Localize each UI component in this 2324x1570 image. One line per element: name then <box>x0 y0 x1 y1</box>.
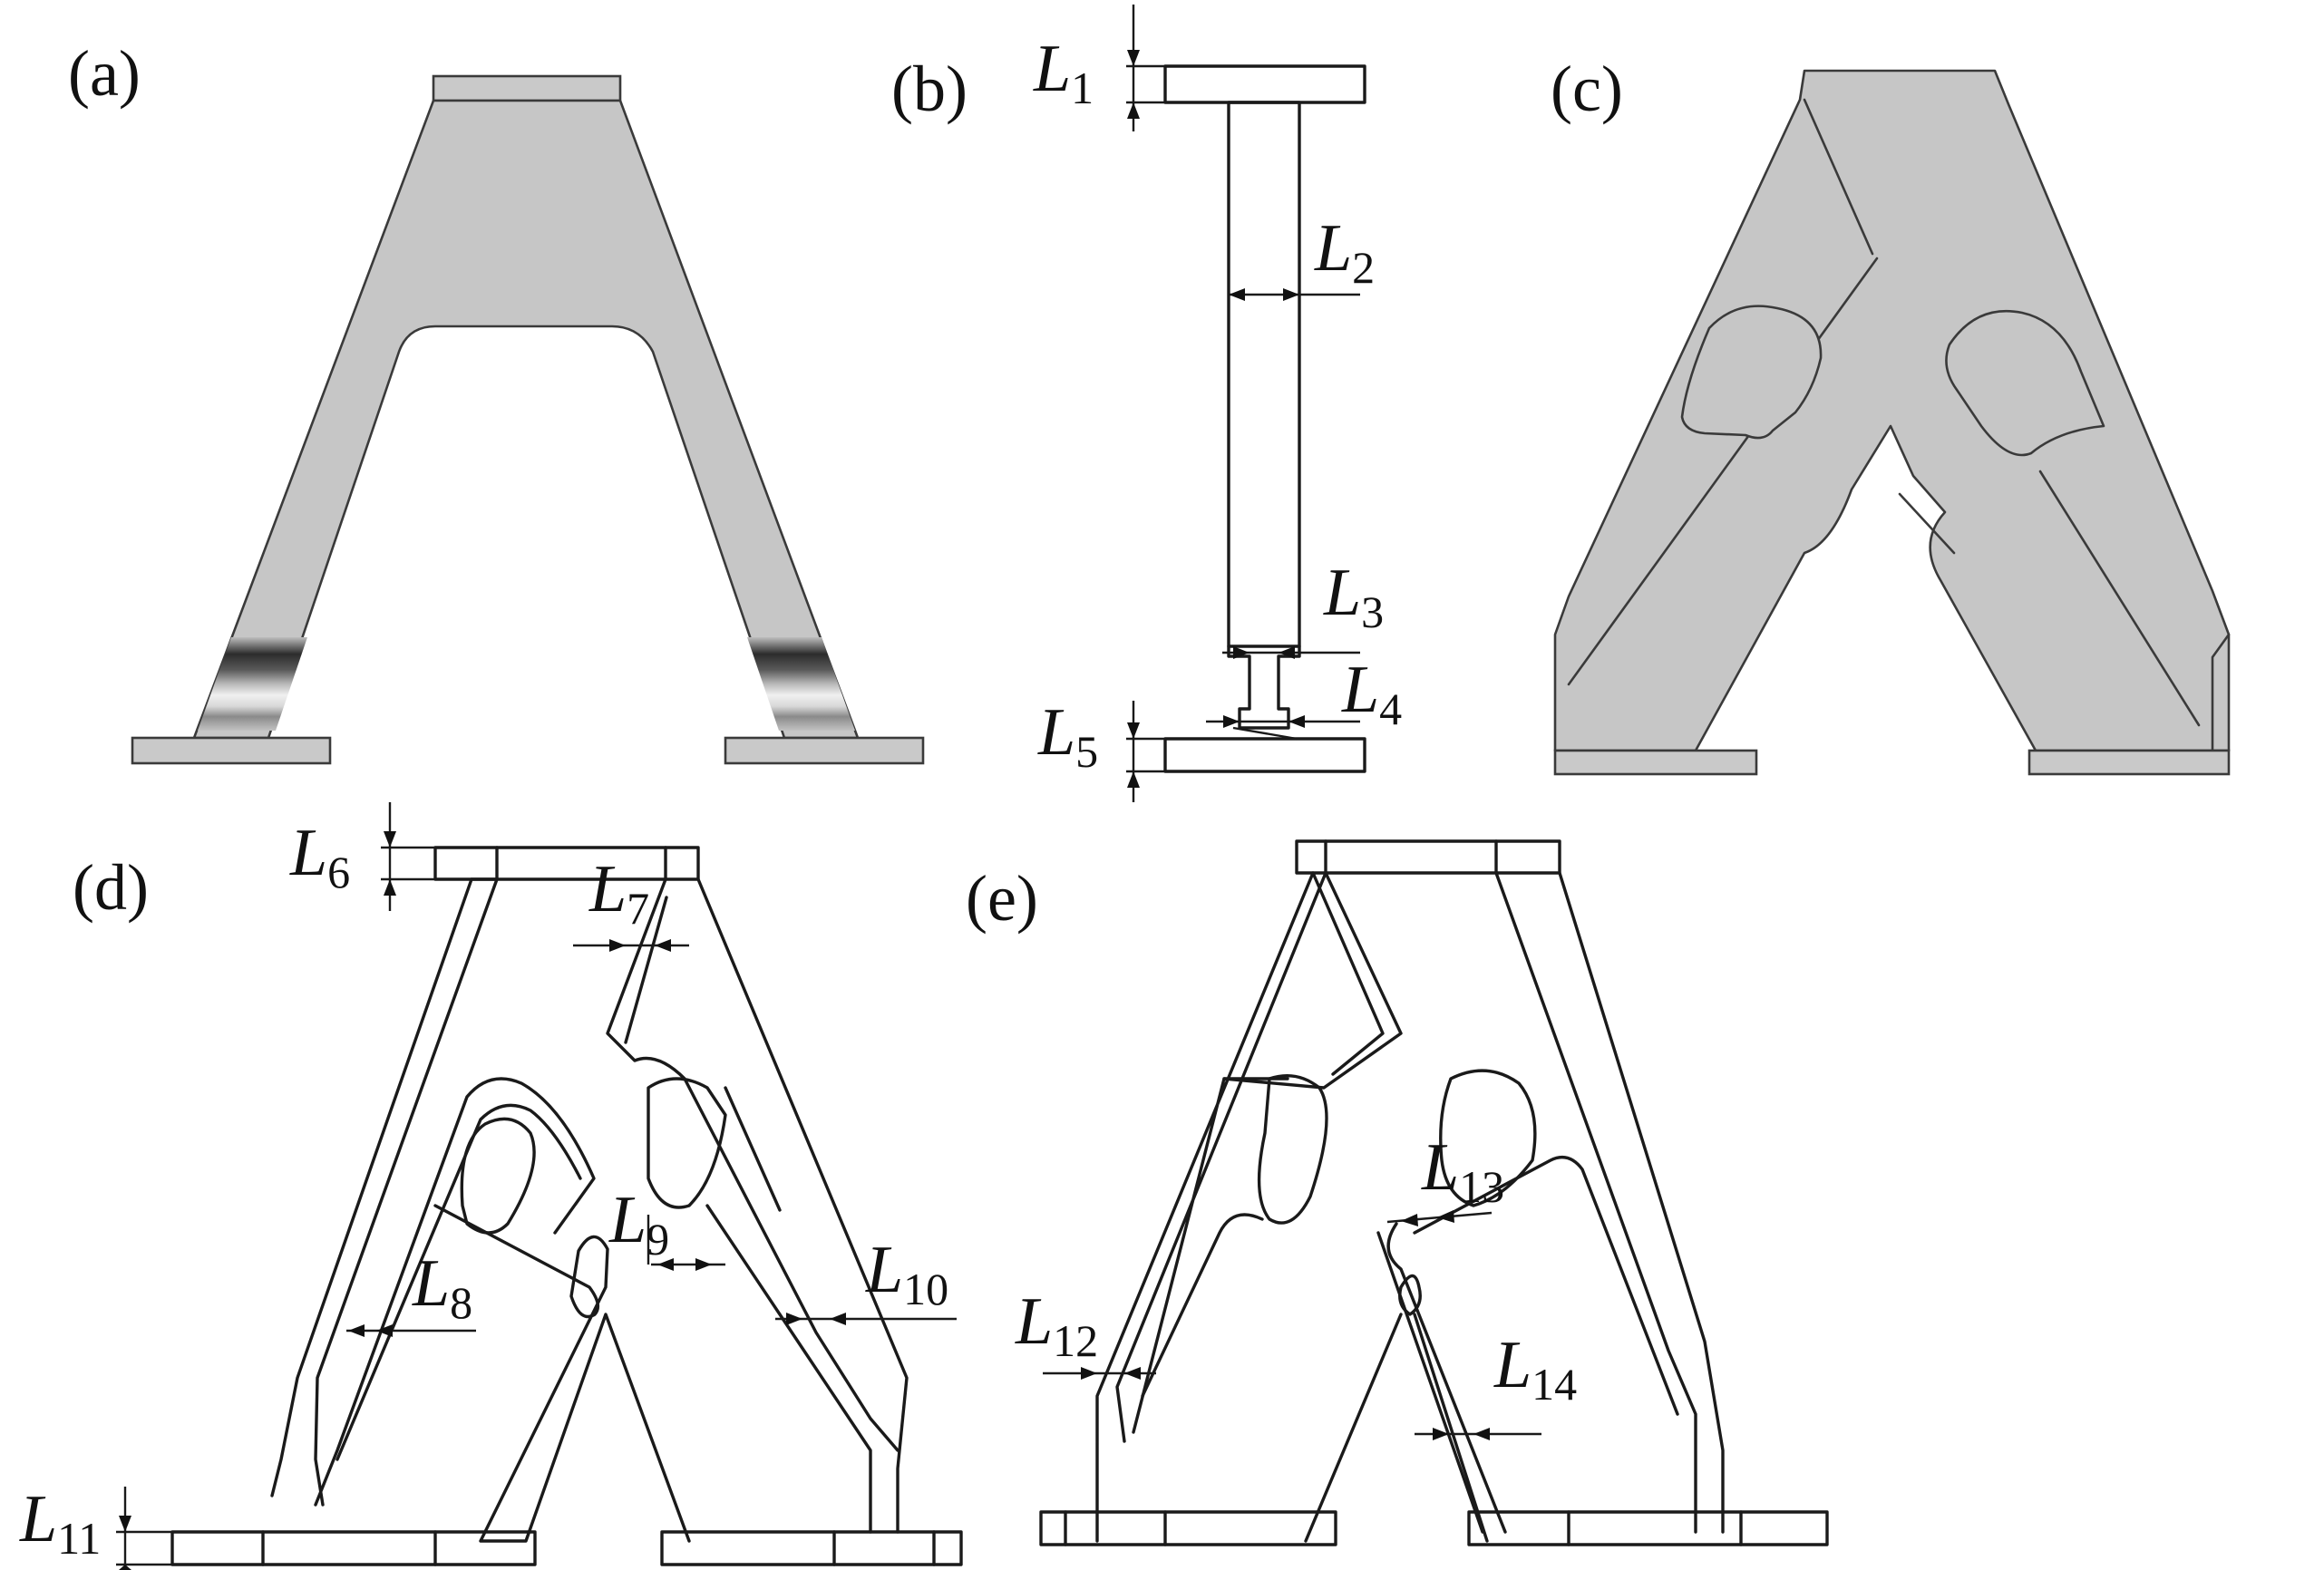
right-inner-e <box>1376 1222 1507 1534</box>
right-hub-e <box>1439 1069 1537 1207</box>
right-hub-d <box>647 1077 727 1209</box>
panel-label-e: (e) <box>966 862 1038 935</box>
label-L11: L11 <box>19 1482 101 1564</box>
label-L6: L6 <box>289 816 350 897</box>
left-arm-e <box>1095 871 1403 1543</box>
label-L2: L2 <box>1314 211 1375 293</box>
center-neck-d <box>433 1204 691 1543</box>
label-L12: L12 <box>1015 1284 1098 1366</box>
dim-L8: L8 <box>346 1246 476 1337</box>
right-base-d <box>660 1530 963 1566</box>
left-foot-c <box>1553 749 1758 776</box>
label-L10: L10 <box>865 1233 948 1314</box>
vertical-beam-b <box>1227 101 1301 648</box>
left-foot-a <box>131 736 332 765</box>
panel-d: (d) L6 <box>19 802 963 1570</box>
label-L9: L9 <box>608 1183 669 1265</box>
dim-L1: L1 <box>1033 5 1165 131</box>
center-neck-e <box>1304 1274 1489 1543</box>
dim-L14: L14 <box>1415 1328 1577 1440</box>
frame-body-c <box>1553 69 2231 752</box>
right-hub-c <box>1945 309 2105 457</box>
right-foot-c <box>2027 749 2231 776</box>
panel-label-b: (b) <box>891 53 968 125</box>
right-inner-edge-d <box>705 1086 872 1534</box>
dim-L3: L3 <box>1222 556 1384 659</box>
bottom-plate-b <box>1163 737 1366 773</box>
left-inner-arm-d <box>314 1077 596 1507</box>
left-base-d <box>170 1530 537 1566</box>
top-plate-b <box>1163 64 1366 104</box>
label-L3: L3 <box>1323 556 1384 637</box>
dim-L10: L10 <box>775 1233 957 1325</box>
label-L14: L14 <box>1493 1328 1577 1410</box>
label-L1: L1 <box>1033 32 1094 113</box>
left-hub-c <box>1680 305 1823 440</box>
right-arm-edge-c <box>1898 470 2231 752</box>
left-leg-band-a <box>198 637 307 731</box>
right-leg-band-a <box>747 637 855 731</box>
left-hub-d <box>460 1117 536 1235</box>
left-base-e <box>1039 1510 1337 1546</box>
left-arm-edge-c <box>1567 98 1879 686</box>
left-hub-e <box>1257 1074 1328 1225</box>
dim-L6: L6 <box>289 802 435 911</box>
panel-a: (a) <box>68 37 925 765</box>
right-arm-d <box>606 877 909 1534</box>
panel-label-d: (d) <box>73 851 149 924</box>
panel-b: (b) L1 L2 L3 <box>891 5 1402 802</box>
dim-L9: L9 <box>608 1183 725 1271</box>
dim-L7: L7 <box>573 852 689 952</box>
label-L13: L13 <box>1421 1130 1504 1212</box>
dim-L4: L4 <box>1206 653 1402 734</box>
panel-label-a: (a) <box>68 37 141 110</box>
label-L4: L4 <box>1341 653 1402 734</box>
panel-label-c: (c) <box>1551 53 1623 125</box>
dim-L5: L5 <box>1037 695 1165 802</box>
right-base-e <box>1467 1510 1829 1546</box>
top-plate-d <box>433 846 700 881</box>
panel-c: (c) <box>1551 53 2231 776</box>
left-inner-e <box>1141 1077 1289 1398</box>
label-L8: L8 <box>412 1246 472 1328</box>
dim-L2: L2 <box>1229 211 1375 301</box>
left-outer-leg-d <box>270 877 499 1507</box>
dim-L13: L13 <box>1386 1130 1504 1226</box>
label-L5: L5 <box>1037 695 1098 777</box>
right-foot-a <box>724 736 925 765</box>
panel-e: (e) L12 L13 <box>966 839 1829 1546</box>
top-plate-e <box>1295 839 1561 875</box>
dim-L11: L11 <box>19 1482 172 1570</box>
flexure-neck-b <box>1227 644 1301 730</box>
right-arm-e <box>1413 871 1725 1534</box>
dim-L12: L12 <box>1015 1284 1156 1380</box>
top-plate-a <box>432 74 622 102</box>
label-L7: L7 <box>588 852 649 934</box>
